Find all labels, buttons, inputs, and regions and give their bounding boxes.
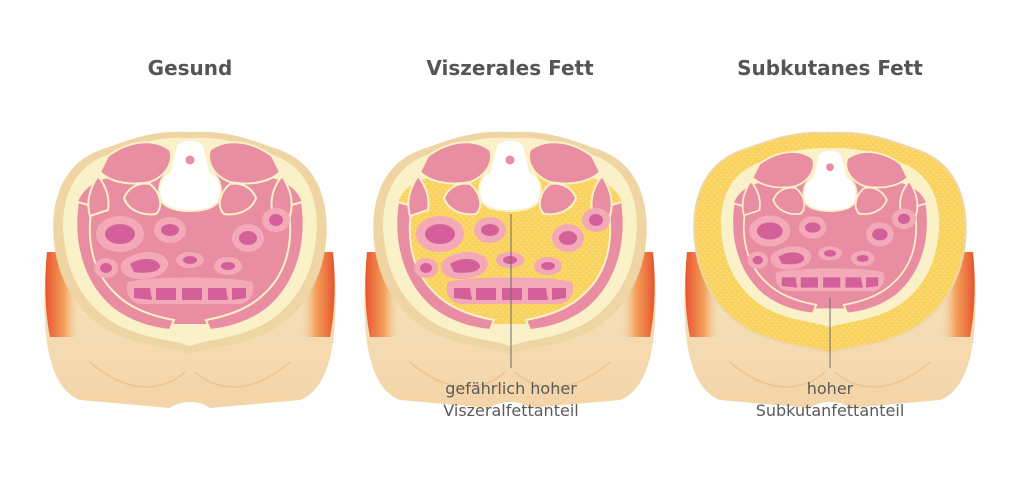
cross-section-visceral-fat [363,130,657,409]
annotation-visceral-line-1: gefährlich hoher [445,379,577,398]
annotation-visceral-line-2: Viszeralfettanteil [443,401,579,420]
annotation-subcutaneous-line-2: Subkutanfettanteil [755,401,905,420]
annotation-visceral: gefährlich hoher Viszeralfettanteil [381,378,641,422]
cross-section-subcutaneous-fat [683,130,977,409]
panel-title-healthy: Gesund [147,56,233,80]
cross-section-healthy [43,130,337,409]
annotation-subcutaneous: hoher Subkutanfettanteil [700,378,960,422]
panel-title-visceral: Viszerales Fett [426,56,594,80]
annotation-subcutaneous-line-1: hoher [806,379,854,398]
panel-title-subcutaneous: Subkutanes Fett [737,56,923,80]
